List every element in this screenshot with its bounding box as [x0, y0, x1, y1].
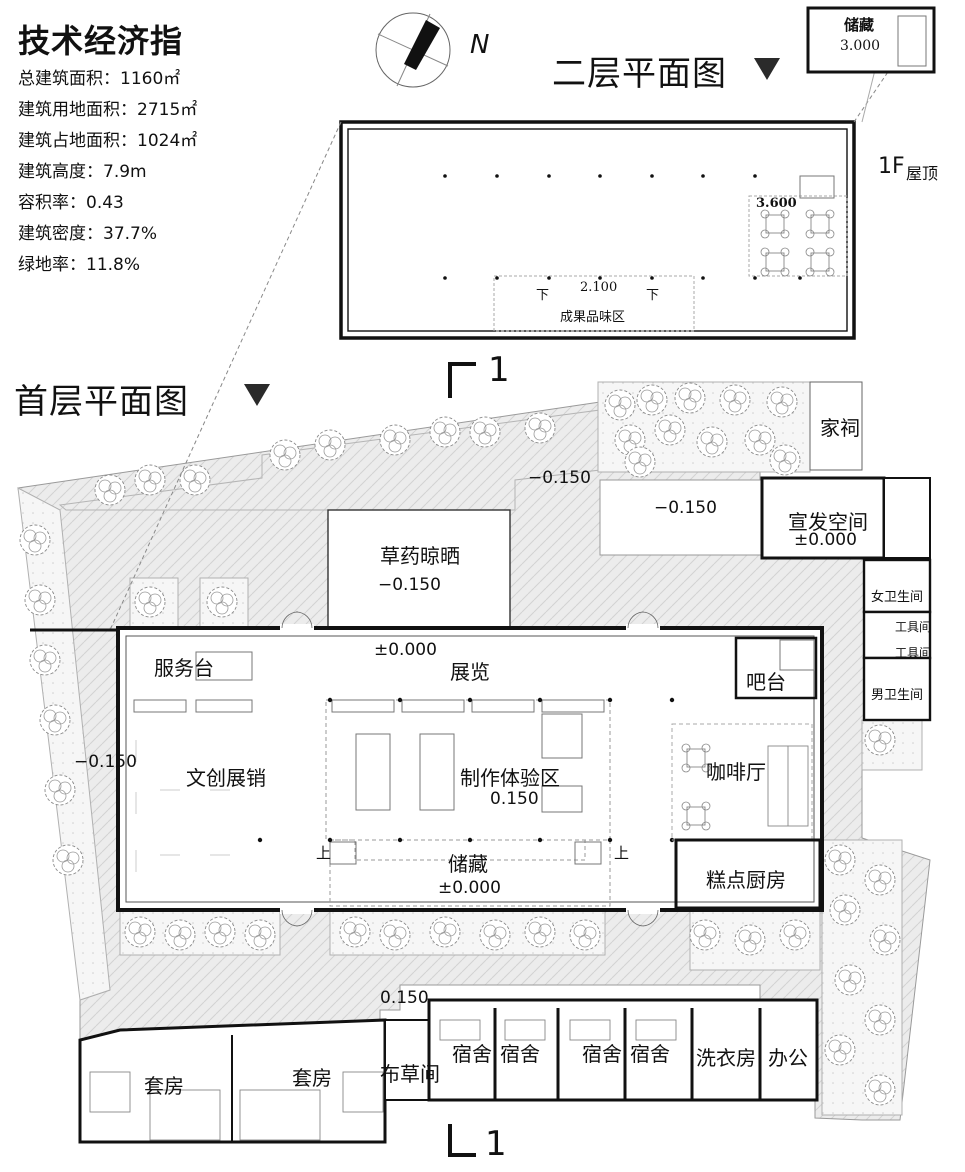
second-floor-title: 二层平面图 — [552, 54, 727, 94]
stat-far: 容积率：0.43 — [18, 193, 124, 213]
roof-storage-box — [806, 6, 936, 74]
roof-label-cn: 屋顶 — [906, 164, 939, 183]
stat-green: 绿地率：11.8% — [18, 255, 141, 275]
south-wing — [78, 998, 819, 1144]
stat-land-area: 建筑用地面积：2715㎡ — [18, 100, 198, 120]
roof-label-f: 1F — [878, 154, 905, 179]
main-building — [116, 611, 824, 927]
room-office: 办公 — [768, 1046, 808, 1070]
room-service: 服务台 — [154, 656, 214, 680]
room-exhibit-elev: ±0.000 — [374, 640, 437, 660]
section-markers — [448, 362, 476, 1157]
room-tool-2: 工具间 — [895, 646, 932, 660]
room-dorm-3: 宿舍 — [582, 1042, 622, 1066]
section-label-bottom: 1 — [485, 1124, 507, 1164]
second-floor-marker-icon — [754, 58, 780, 80]
stair-up-left: 上 — [316, 844, 332, 862]
site-elev-3: −0.150 — [74, 752, 137, 772]
second-floor-plan — [339, 120, 856, 340]
room-bar: 吧台 — [746, 670, 786, 694]
section-label-top: 1 — [488, 350, 510, 390]
room-cafe: 咖啡厅 — [706, 760, 766, 784]
room-male-wc: 男卫生间 — [871, 688, 924, 703]
room-storage: 储藏 — [448, 852, 488, 876]
first-floor-marker-icon — [244, 384, 270, 406]
room-ancestral: 家祠 — [820, 416, 860, 440]
first-floor-title: 首层平面图 — [14, 382, 189, 422]
room-workshop-elev: 0.150 — [490, 789, 539, 809]
room-female-wc: 女卫生间 — [871, 590, 924, 605]
site-elev-2: −0.150 — [654, 498, 717, 518]
south-wing-fixtures — [89, 1019, 677, 1141]
stats-title: 技术经济指 — [18, 22, 184, 60]
room-linen: 布草间 — [380, 1062, 440, 1086]
stair-up-right: 上 — [614, 844, 630, 862]
site-elev-1: −0.150 — [528, 468, 591, 488]
stat-height: 建筑高度：7.9m — [18, 162, 147, 182]
ancestral-hall — [809, 381, 863, 471]
room-creative: 文创展销 — [186, 766, 266, 790]
room-promo-elev: ±0.000 — [794, 530, 857, 550]
storage-box-label: 储藏 — [844, 16, 875, 34]
storage-box-elev: 3.000 — [840, 38, 881, 54]
room-herb: 草药晾晒 — [380, 544, 460, 568]
room-herb-elev: −0.150 — [378, 575, 441, 595]
room-workshop: 制作体验区 — [460, 766, 560, 790]
room-promo: 宣发空间 — [788, 510, 868, 534]
second-elev-b: 2.100 — [580, 280, 618, 295]
room-suite-2: 套房 — [292, 1066, 332, 1090]
room-exhibit: 展览 — [450, 660, 490, 684]
promo-stair — [883, 477, 931, 559]
room-pastry: 糕点厨房 — [706, 868, 786, 892]
second-elev-a: 3.600 — [756, 196, 797, 211]
herb-drying-court — [327, 509, 511, 629]
compass-north-label: N — [470, 30, 490, 60]
stat-footprint: 建筑占地面积：1024㎡ — [18, 131, 198, 151]
stat-total-area: 总建筑面积：1160㎡ — [18, 69, 181, 89]
restrooms-block — [862, 558, 932, 722]
room-storage-elev: ±0.000 — [438, 878, 501, 898]
compass-rose — [375, 12, 451, 88]
room-dorm-4: 宿舍 — [630, 1042, 670, 1066]
site-elev-4: 0.150 — [380, 988, 429, 1008]
room-suite-1: 套房 — [144, 1074, 184, 1098]
second-down-a: 下 — [536, 288, 550, 303]
room-dorm-1: 宿舍 — [452, 1042, 492, 1066]
second-down-b: 下 — [646, 288, 660, 303]
stat-density: 建筑密度：37.7% — [18, 224, 158, 244]
second-area-label: 成果品味区 — [560, 310, 626, 325]
stats-list: 总建筑面积：1160㎡ 建筑用地面积：2715㎡ 建筑占地面积：1024㎡ 建筑… — [18, 64, 197, 281]
room-laundry: 洗衣房 — [696, 1046, 756, 1070]
room-tool-1: 工具间 — [895, 620, 932, 634]
room-dorm-2: 宿舍 — [500, 1042, 540, 1066]
